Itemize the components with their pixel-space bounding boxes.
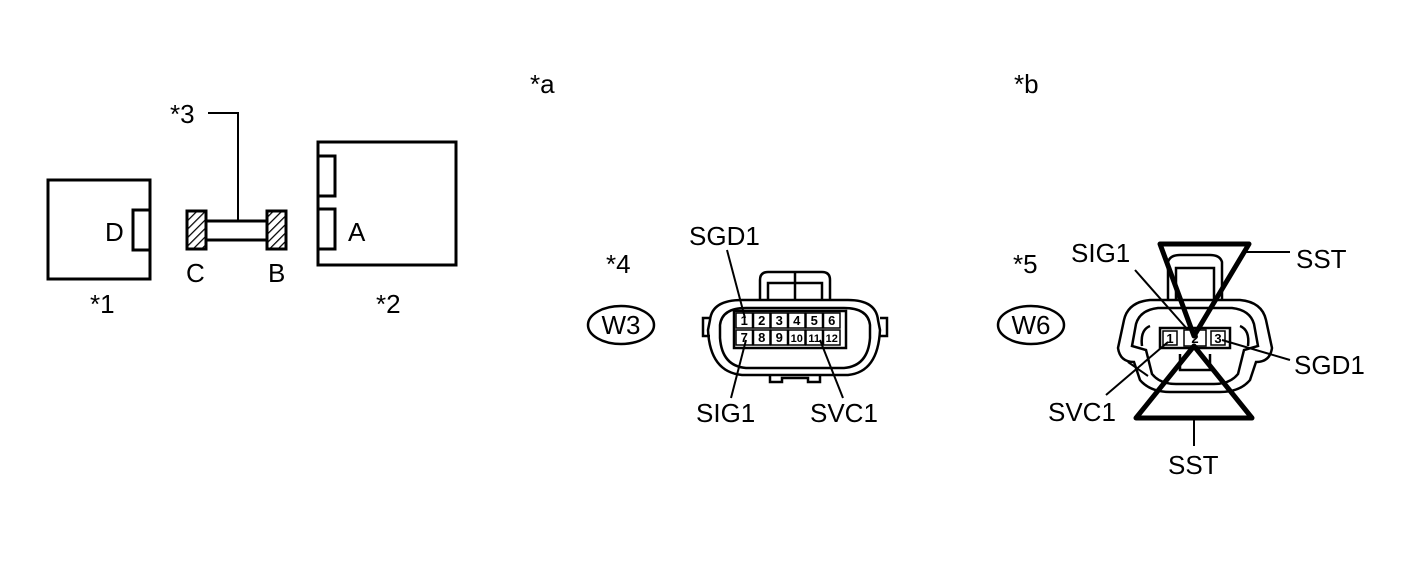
w3-pin-cell — [770, 329, 789, 346]
w3-pin-cell — [822, 312, 841, 329]
harness-overview: D *1 *3 C B A *2 — [46, 99, 458, 319]
w3-pin-cell — [787, 312, 806, 329]
connector-w3-housing — [701, 270, 889, 384]
w3-pin-cell — [752, 329, 771, 346]
w3-sgd1-leader — [726, 249, 746, 319]
w3-sig1-leader — [730, 339, 747, 399]
w3-pin-4: 4 — [793, 313, 801, 328]
harness-leader-line — [208, 112, 239, 221]
w3-pin-10: 10 — [791, 333, 803, 345]
connector-w6-id: W6 — [1012, 310, 1051, 340]
w6-sgd1-leader — [1221, 339, 1291, 361]
w6-sig1-leader — [1134, 269, 1189, 331]
harness-plug-b — [265, 209, 288, 251]
view-a-label: *a — [530, 69, 555, 99]
w3-pin-cell — [770, 312, 789, 329]
w6-sst-top-label: SST — [1296, 244, 1347, 274]
connector-w6-badge — [996, 304, 1066, 346]
w6-svc1-label: SVC1 — [1048, 397, 1116, 427]
w3-sgd1-label: SGD1 — [689, 221, 760, 251]
view-b: *b *5 W6 1 2 3 — [996, 69, 1365, 480]
w3-pin-cell — [752, 312, 771, 329]
component-2-label: *2 — [376, 289, 401, 319]
harness-label: *3 — [170, 99, 195, 129]
w3-pin-cell — [805, 329, 824, 346]
w3-pin-5: 5 — [811, 313, 818, 328]
w6-pin-1: 1 — [1166, 331, 1173, 346]
connector-w3-id: W3 — [602, 310, 641, 340]
w3-pin-cell — [805, 312, 824, 329]
harness-plug-c — [185, 209, 208, 251]
connector-d-label: D — [105, 217, 124, 247]
component-2-box — [316, 140, 458, 267]
view-b-label: *b — [1014, 69, 1039, 99]
connector-w3-ref: *4 — [606, 249, 631, 279]
w3-sig1-label: SIG1 — [696, 398, 755, 428]
sst-probe-bottom — [1133, 343, 1255, 421]
connector-c-label: C — [186, 258, 205, 288]
w3-pin-3: 3 — [776, 313, 783, 328]
connector-a-socket — [316, 207, 337, 251]
w6-pin-3: 3 — [1214, 331, 1221, 346]
w6-svc1-leader-2 — [1127, 361, 1149, 377]
component-1-label: *1 — [90, 289, 115, 319]
w6-sig1-label: SIG1 — [1071, 238, 1130, 268]
w3-pin-1: 1 — [741, 313, 748, 328]
w3-pin-cell — [822, 329, 841, 346]
w3-svc1-leader — [819, 339, 844, 399]
w3-svc1-label: SVC1 — [810, 398, 878, 428]
component-1-box — [46, 178, 152, 281]
sst-probe-top — [1157, 241, 1252, 339]
w3-pin-6: 6 — [828, 313, 835, 328]
connector-d-socket — [131, 208, 152, 252]
connector-w6-ref: *5 — [1013, 249, 1038, 279]
w3-pin-8: 8 — [758, 330, 765, 345]
w3-pin-7: 7 — [741, 330, 748, 345]
w3-pin-12: 12 — [826, 333, 838, 345]
w6-pin-2: 2 — [1191, 331, 1198, 346]
w3-pin-cell — [787, 329, 806, 346]
connector-b-label: B — [268, 258, 285, 288]
w6-sgd1-label: SGD1 — [1294, 350, 1365, 380]
connector-a-label: A — [348, 217, 366, 247]
w3-pin-9: 9 — [776, 330, 783, 345]
w6-sst-bottom-label: SST — [1168, 450, 1219, 480]
connector-w3-badge — [586, 304, 656, 346]
w3-pin-11: 11 — [808, 333, 820, 345]
component-2-socket-upper — [316, 154, 337, 198]
w3-pin-2: 2 — [758, 313, 765, 328]
